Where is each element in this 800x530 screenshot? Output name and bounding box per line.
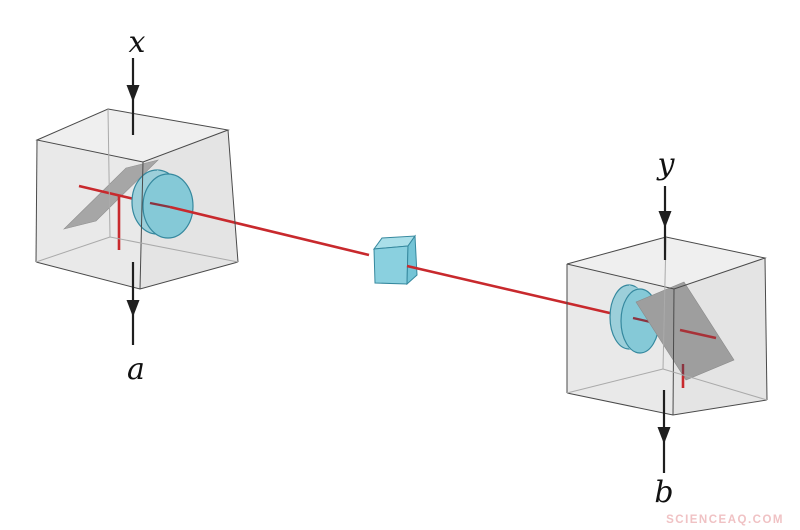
left-box-hidden-edges — [35, 108, 239, 263]
arrow-a-head — [126, 300, 140, 317]
source-right-face — [406, 234, 418, 286]
output-arrow-a — [126, 262, 140, 345]
left-box-top-face — [37, 109, 228, 162]
input-arrow-x — [126, 58, 140, 135]
left-analyzer-box — [35, 108, 370, 290]
input-arrow-y — [658, 186, 672, 260]
source-front-face — [373, 245, 409, 285]
right-box-edges — [566, 236, 768, 416]
right-box-top-face — [567, 237, 765, 289]
label-a: a — [127, 352, 145, 387]
arrow-b-head — [657, 427, 671, 444]
arrow-y-head — [658, 211, 672, 228]
beam-left-to-source — [169, 205, 370, 257]
beam-source-to-right — [406, 264, 615, 316]
label-y: y — [656, 147, 676, 182]
watermark-text: SCIENCEAQ.COM — [666, 514, 784, 526]
label-x: x — [129, 25, 146, 60]
output-arrow-b — [657, 390, 671, 473]
arrow-x-head — [126, 85, 140, 102]
left-beam-segment — [78, 184, 135, 201]
left-beam-through-disc — [149, 201, 171, 209]
label-b: b — [654, 475, 673, 510]
source-cube — [372, 234, 418, 286]
left-box-edges — [35, 108, 239, 290]
right-beam-on-plate — [679, 328, 717, 340]
right-analyzer-box — [406, 236, 768, 416]
